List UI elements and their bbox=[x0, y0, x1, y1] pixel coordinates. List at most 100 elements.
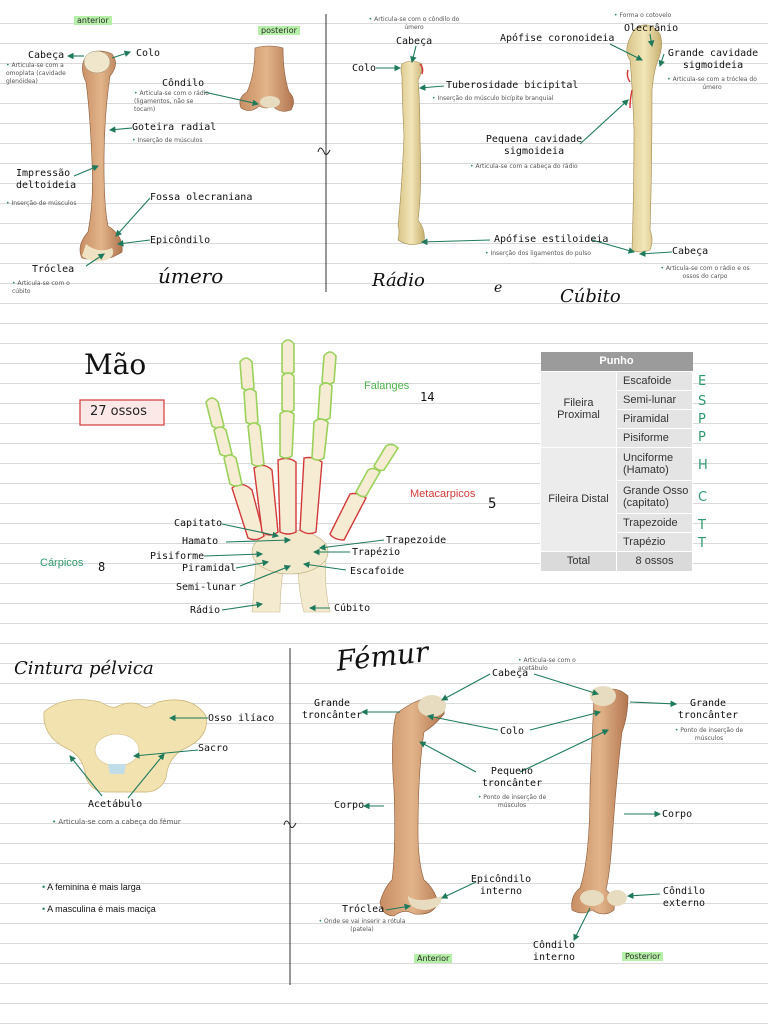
femur-grande-tronc-left: Grande troncânter bbox=[301, 698, 363, 721]
carpicos-count: 8 bbox=[98, 560, 106, 574]
mnemonic-letter: S bbox=[698, 394, 707, 409]
pelvis-sacro: Sacro bbox=[198, 743, 229, 754]
cubito-title: Cúbito bbox=[560, 286, 621, 307]
radio-cabeca-top-note: Articula-se com o côndilo do úmero bbox=[364, 16, 464, 32]
humerus-condilo: Côndilo bbox=[162, 78, 205, 89]
wrist-bone: Semi-lunar bbox=[616, 389, 693, 410]
hand-title: Mão bbox=[84, 348, 147, 381]
mnemonic-letter: T bbox=[698, 536, 706, 551]
ulna-olecranio-note: Forma o cotovelo bbox=[614, 12, 671, 20]
radio-colo: Colo bbox=[352, 63, 377, 74]
carpicos-label: Cárpicos bbox=[40, 557, 84, 569]
femur-troclea: Tróclea bbox=[342, 904, 385, 915]
label-arrows bbox=[66, 33, 678, 941]
radius-bone bbox=[397, 60, 425, 245]
femur-pequeno-tronc-note: Ponto de inserção de músculos bbox=[470, 794, 554, 810]
humerus-cabeca: Cabeça bbox=[28, 50, 65, 61]
mnemonic-letter: E bbox=[698, 374, 707, 389]
tag-posterior-humerus: posterior bbox=[258, 26, 300, 35]
femur-cabeca-note: Articula-se com o acetábulo bbox=[518, 657, 592, 673]
radio-apofise-estiloideia: Apófise estiloideia bbox=[494, 234, 609, 245]
hand-trapezoide: Trapezoide bbox=[386, 535, 447, 546]
femur-corpo-left: Corpo bbox=[334, 800, 365, 811]
pelvis-acetabulo-note: Articula-se com a cabeça do fémur bbox=[52, 818, 180, 827]
wrist-bone: Grande Osso (capitato) bbox=[616, 479, 693, 514]
ulna-grande-cavidade-note: Articula-se com a tróclea do úmero bbox=[662, 76, 762, 92]
femur-condilo-externo: Côndilo externo bbox=[662, 886, 706, 909]
bones-count-box bbox=[79, 399, 165, 426]
femur-grande-tronc-right: Grande troncânter bbox=[677, 698, 739, 721]
tag-anterior-humerus: anterior bbox=[74, 16, 112, 25]
femur-posterior-bone bbox=[571, 686, 629, 915]
mnemonic-letter: C bbox=[698, 490, 708, 505]
wrist-bone: Escafoide bbox=[616, 370, 693, 391]
radio-tuberosidade: Tuberosidade bicipital bbox=[446, 80, 579, 91]
wrist-bone: Trapézio bbox=[616, 531, 693, 552]
femur-pequeno-tronc: Pequeno troncânter bbox=[481, 766, 543, 789]
total-value: 8 ossos bbox=[616, 550, 693, 572]
fileira-distal: Fileira Distal bbox=[540, 446, 617, 552]
tag-posterior-femur: Posterior bbox=[622, 952, 664, 961]
humerus-posterior-bone bbox=[239, 45, 294, 112]
humerus-fossa: Fossa olecraniana bbox=[150, 192, 253, 203]
pelvis-fact-2: A masculina é mais maciça bbox=[42, 904, 156, 915]
ulna-grande-cavidade: Grande cavidade sigmoideia bbox=[667, 48, 759, 71]
humerus-colo: Colo bbox=[136, 48, 161, 59]
hand-cubito: Cúbito bbox=[334, 603, 371, 614]
falanges-count: 14 bbox=[420, 390, 435, 404]
humerus-goteira: Goteira radial bbox=[132, 122, 217, 133]
hand-pisiforme: Pisiforme bbox=[150, 551, 205, 562]
fileira-proximal: Fileira Proximal bbox=[540, 370, 617, 448]
radio-cabeca: Cabeça bbox=[396, 36, 433, 47]
mnemonic-letter: P bbox=[698, 412, 706, 427]
humerus-impressao: Impressão deltoideia bbox=[16, 168, 77, 191]
punho-table: Punho Fileira Proximal Escafoide Semi-lu… bbox=[540, 352, 693, 572]
radio-tuberosidade-note: Inserção do músculo bicípite branquial bbox=[432, 95, 553, 103]
mnemonic-letter: H bbox=[698, 458, 708, 473]
wrist-bone: Unciforme (Hamato) bbox=[616, 446, 693, 481]
hand-piramidal: Piramidal bbox=[182, 563, 237, 574]
wrist-bone: Piramidal bbox=[616, 408, 693, 429]
humerus-title: úmero bbox=[158, 264, 224, 288]
falanges-label: Falanges bbox=[364, 380, 410, 392]
metacarpicos-label: Metacarpicos bbox=[410, 488, 476, 500]
humerus-goteira-note: Inserção de músculos bbox=[132, 137, 202, 145]
total-label: Total bbox=[540, 550, 617, 572]
femur-troclea-note: Onde se vai inserir a rótula (patela) bbox=[318, 918, 406, 934]
humerus-anterior-bone bbox=[79, 50, 123, 262]
mnemonic-letter: P bbox=[698, 430, 706, 445]
humerus-troclea: Tróclea bbox=[32, 264, 75, 275]
humerus-epicondilo: Epicôndilo bbox=[150, 235, 211, 246]
bones-count-text: 27 ossos bbox=[90, 404, 147, 419]
humerus-impressao-note: Inserção de músculos bbox=[6, 200, 76, 208]
pelvis-title: Cintura pélvica bbox=[14, 658, 154, 679]
tag-anterior-femur: Anterior bbox=[414, 954, 453, 963]
ulna-pequena-cavidade-note: Articula-se com a cabeça do rádio bbox=[470, 163, 577, 171]
pelvis-bone bbox=[43, 699, 207, 793]
mnemonic-letter: T bbox=[698, 518, 706, 533]
femur-anterior-bone bbox=[379, 695, 446, 917]
femur-epicondilo: Epicôndilo interno bbox=[470, 874, 532, 897]
femur-corpo-right: Corpo bbox=[662, 809, 693, 820]
humerus-cabeca-note: Articula-se com a omoplata (cavidade gle… bbox=[6, 62, 84, 86]
ulna-apofise-coronoideia: Apófise coronoideia bbox=[500, 33, 615, 44]
hand-semilunar: Semi-lunar bbox=[176, 582, 237, 593]
pelvis-fact-1: A feminina é mais larga bbox=[42, 882, 141, 893]
radio-title: Rádio bbox=[372, 270, 425, 291]
punho-header: Punho bbox=[540, 352, 693, 371]
femur-condilo-interno: Côndilo interno bbox=[532, 940, 576, 963]
hand-escafoide: Escafoide bbox=[350, 566, 405, 577]
ulna-cabeca-note: Articula-se com o rádio e os ossos do ca… bbox=[652, 265, 758, 281]
ulna-cabeca: Cabeça bbox=[672, 246, 709, 257]
hand-radio: Rádio bbox=[190, 605, 221, 616]
pelvis-acetabulo: Acetábulo bbox=[88, 799, 143, 810]
ulna-pequena-cavidade: Pequena cavidade sigmoideia bbox=[485, 134, 583, 157]
ulna-bone bbox=[626, 24, 662, 253]
humerus-troclea-note: Articula-se com o cúbito bbox=[12, 280, 88, 296]
wrist-bone: Trapezoide bbox=[616, 512, 693, 533]
hand-capitato: Capitato bbox=[174, 518, 223, 529]
femur-grande-tronc-note: Ponto de inserção de músculos bbox=[664, 727, 754, 743]
wrist-bone: Pisiforme bbox=[616, 427, 693, 448]
radio-e: e bbox=[494, 280, 503, 296]
